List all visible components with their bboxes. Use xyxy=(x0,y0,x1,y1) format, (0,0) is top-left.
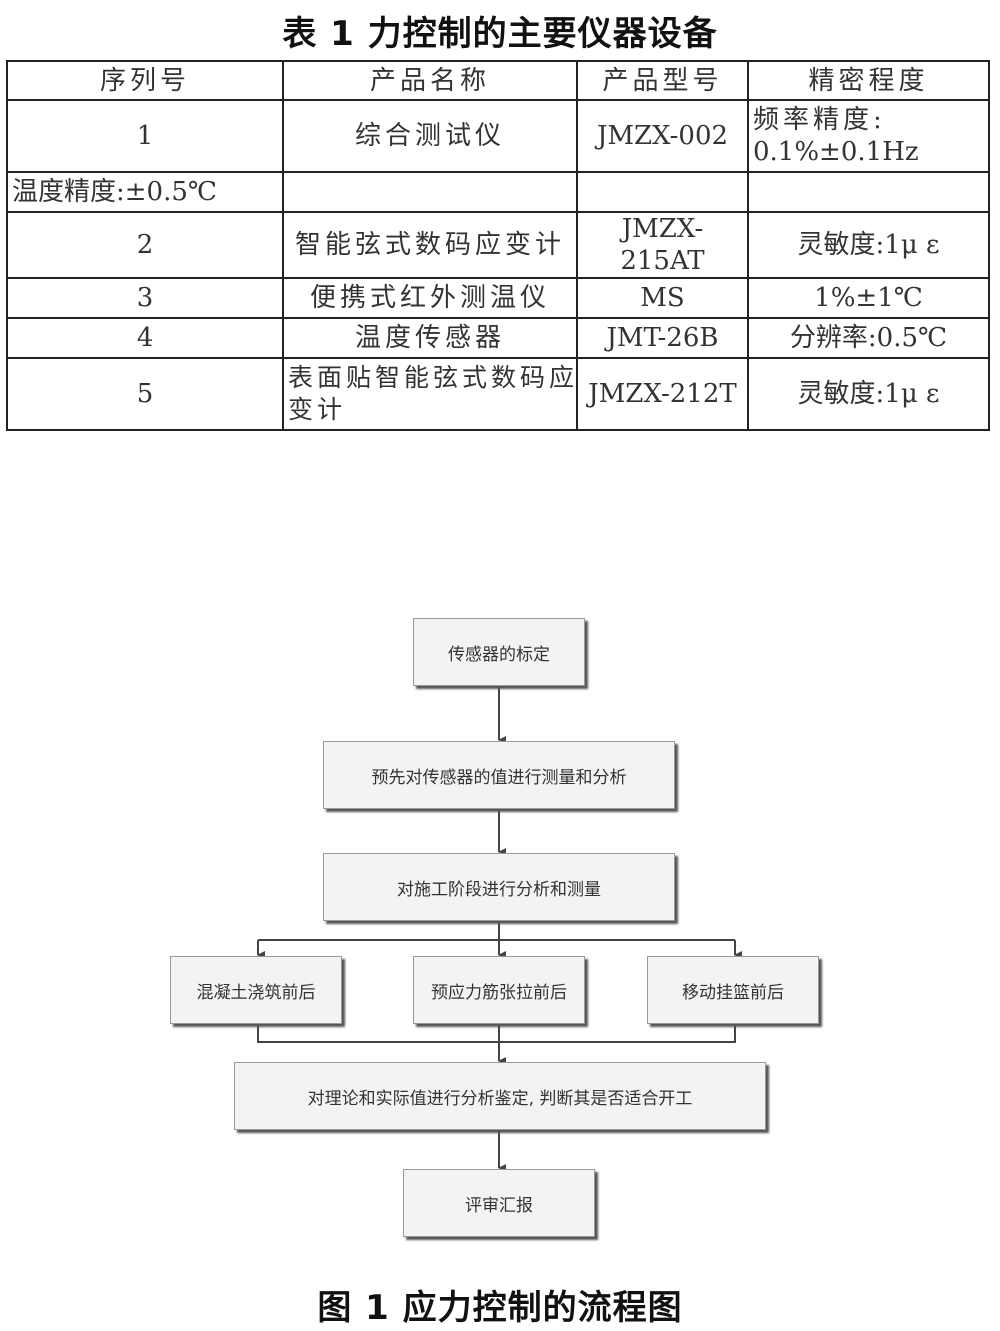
cell-serial: 4 xyxy=(6,317,284,359)
cell-empty xyxy=(282,171,578,213)
flow-step-pre-measurement: 预先对传感器的值进行测量和分析 xyxy=(323,741,675,809)
flow-step-prestress-tensioning: 预应力筋张拉前后 xyxy=(413,956,585,1024)
precision-line-2: 0.1%±0.1Hz xyxy=(753,137,919,167)
equipment-table: 序列号 产品名称 产品型号 精密程度 1 综合测试仪 JMZX-002 频率精度… xyxy=(6,60,990,431)
cell-note: 温度精度:±0.5℃ xyxy=(6,171,284,213)
cell-serial: 3 xyxy=(6,277,284,319)
flow-step-construction-analysis: 对施工阶段进行分析和测量 xyxy=(323,853,675,921)
header-product-name: 产品名称 xyxy=(282,60,578,101)
cell-empty xyxy=(576,171,749,213)
table-row: 温度精度:±0.5℃ xyxy=(6,171,990,213)
table-row: 4 温度传感器 JMT-26B 分辨率:0.5℃ xyxy=(6,317,990,359)
cell-precision: 分辨率:0.5℃ xyxy=(747,317,990,359)
cell-product-model: JMZX-212T xyxy=(576,357,749,431)
header-serial: 序列号 xyxy=(6,60,284,101)
header-precision: 精密程度 xyxy=(747,60,990,101)
table-title: 表 1 力控制的主要仪器设备 xyxy=(282,14,718,54)
product-name-line-2: 变计 xyxy=(288,395,347,424)
table-row: 3 便携式红外测温仪 MS 1%±1℃ xyxy=(6,277,990,319)
cell-product-model: JMZX-002 xyxy=(576,99,749,173)
flow-step-sensor-calibration: 传感器的标定 xyxy=(413,618,585,686)
cell-precision: 灵敏度:1μ ε xyxy=(747,211,990,279)
cell-precision: 频率精度: 0.1%±0.1Hz xyxy=(747,99,990,173)
product-name-line-1: 表面贴智能弦式数码应 xyxy=(288,363,577,392)
header-product-model: 产品型号 xyxy=(576,60,749,101)
cell-serial: 2 xyxy=(6,211,284,279)
flow-step-concrete-pouring: 混凝土浇筑前后 xyxy=(170,956,342,1024)
cell-precision: 1%±1℃ xyxy=(747,277,990,319)
cell-product-name: 便携式红外测温仪 xyxy=(282,277,578,319)
cell-serial: 1 xyxy=(6,99,284,173)
figure-caption: 图 1 应力控制的流程图 xyxy=(317,1288,683,1328)
cell-product-name: 表面贴智能弦式数码应 变计 xyxy=(282,357,578,431)
table-row: 2 智能弦式数码应变计 JMZX-215AT 灵敏度:1μ ε xyxy=(6,211,990,279)
flow-step-moving-cradle: 移动挂篮前后 xyxy=(647,956,819,1024)
cell-product-model: JMT-26B xyxy=(576,317,749,359)
merge-line xyxy=(257,1024,736,1043)
table-row: 1 综合测试仪 JMZX-002 频率精度: 0.1%±0.1Hz xyxy=(6,99,990,173)
cell-precision: 灵敏度:1μ ε xyxy=(747,357,990,431)
cell-product-model: JMZX-215AT xyxy=(576,211,749,279)
flow-step-evaluation: 对理论和实际值进行分析鉴定, 判断其是否适合开工 xyxy=(234,1062,766,1130)
flow-step-review-report: 评审汇报 xyxy=(403,1169,595,1237)
cell-empty xyxy=(747,171,990,213)
table-header-row: 序列号 产品名称 产品型号 精密程度 xyxy=(6,60,990,101)
cell-product-name: 智能弦式数码应变计 xyxy=(282,211,578,279)
cell-product-model: MS xyxy=(576,277,749,319)
table-row: 5 表面贴智能弦式数码应 变计 JMZX-212T 灵敏度:1μ ε xyxy=(6,357,990,431)
cell-product-name: 温度传感器 xyxy=(282,317,578,359)
cell-serial: 5 xyxy=(6,357,284,431)
precision-line-1: 频率精度: xyxy=(753,105,886,135)
cell-product-name: 综合测试仪 xyxy=(282,99,578,173)
